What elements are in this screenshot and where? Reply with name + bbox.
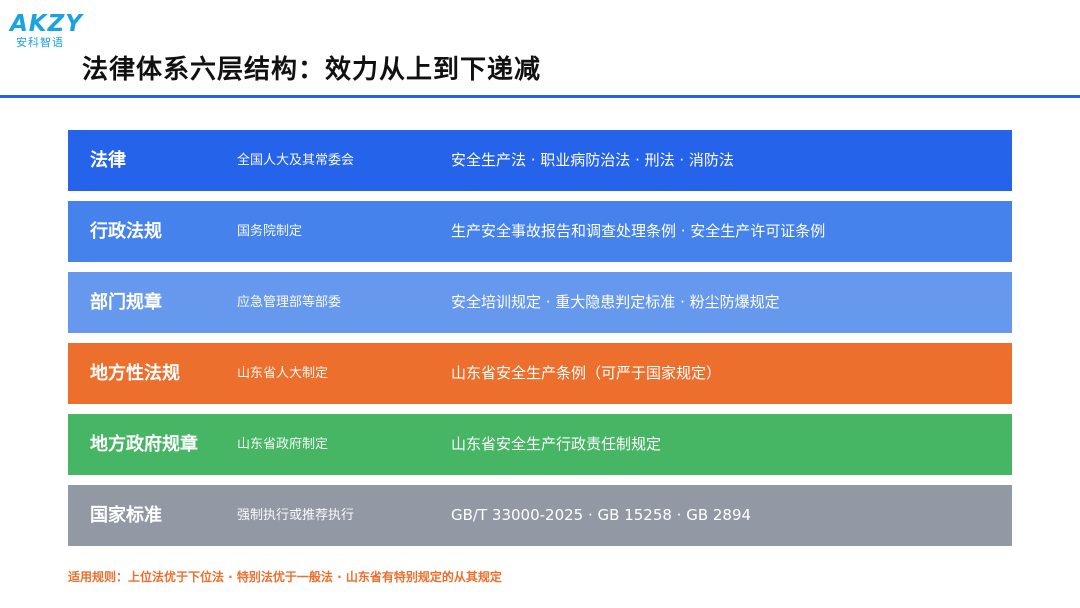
layer-issuer: 应急管理部等部委 [237, 295, 342, 310]
layer-row-law: 法律 全国人大及其常委会 安全生产法 · 职业病防治法 · 刑法 · 消防法 [68, 130, 1012, 191]
layer-row-departmental-rules: 部门规章 应急管理部等部委 安全培训规定 · 重大隐患判定标准 · 粉尘防爆规定 [68, 272, 1012, 333]
layer-name: 行政法规 [90, 221, 162, 242]
layer-examples: 安全生产法 · 职业病防治法 · 刑法 · 消防法 [451, 151, 734, 169]
layer-issuer: 国务院制定 [237, 224, 303, 239]
layer-examples: 安全培训规定 · 重大隐患判定标准 · 粉尘防爆规定 [451, 293, 780, 311]
layer-name: 部门规章 [90, 292, 162, 313]
layer-name: 地方性法规 [90, 363, 180, 384]
layer-row-national-standards: 国家标准 强制执行或推荐执行 GB/T 33000-2025 · GB 1525… [68, 485, 1012, 546]
layer-issuer: 全国人大及其常委会 [237, 153, 355, 168]
layer-examples: 山东省安全生产行政责任制规定 [451, 435, 662, 453]
layer-issuer: 山东省政府制定 [237, 437, 329, 452]
logo-mark: AKZY [10, 11, 83, 37]
layer-row-local-regulations: 地方性法规 山东省人大制定 山东省安全生产条例（可严于国家规定） [68, 343, 1012, 404]
logo-subtitle: 安科智语 [16, 36, 64, 49]
layer-examples: 生产安全事故报告和调查处理条例 · 安全生产许可证条例 [451, 222, 826, 240]
layer-examples: GB/T 33000-2025 · GB 15258 · GB 2894 [451, 506, 752, 524]
application-rules-note: 适用规则：上位法优于下位法 · 特别法优于一般法 · 山东省有特别规定的从其规定 [68, 570, 502, 584]
hierarchy-table: 法律 全国人大及其常委会 安全生产法 · 职业病防治法 · 刑法 · 消防法 行… [68, 130, 1012, 556]
brand-logo: AKZY 安科智语 [10, 11, 83, 60]
layer-name: 国家标准 [90, 505, 162, 526]
layer-name: 法律 [90, 150, 126, 171]
layer-issuer: 强制执行或推荐执行 [237, 508, 355, 523]
layer-row-administrative-regulations: 行政法规 国务院制定 生产安全事故报告和调查处理条例 · 安全生产许可证条例 [68, 201, 1012, 262]
title-divider [0, 95, 1080, 98]
layer-row-local-government-rules: 地方政府规章 山东省政府制定 山东省安全生产行政责任制规定 [68, 414, 1012, 475]
layer-name: 地方政府规章 [90, 434, 198, 455]
layer-issuer: 山东省人大制定 [237, 366, 329, 381]
page-title: 法律体系六层结构：效力从上到下递减 [82, 55, 542, 85]
layer-examples: 山东省安全生产条例（可严于国家规定） [451, 364, 722, 382]
